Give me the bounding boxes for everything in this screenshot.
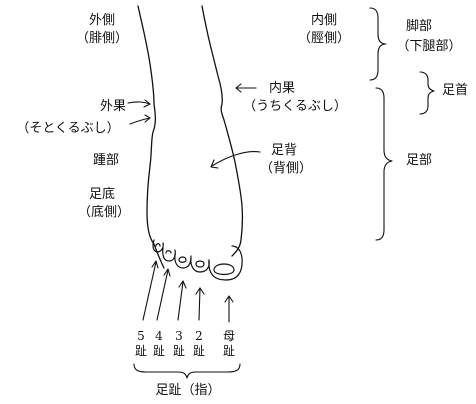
toe-number: 2 bbox=[195, 329, 203, 343]
toenail-big bbox=[213, 263, 235, 276]
bracket-leg bbox=[369, 7, 387, 81]
toe-label-3: 3 趾 bbox=[172, 329, 186, 359]
toenail-2 bbox=[195, 260, 205, 268]
label-sole-sub: （底側） bbox=[77, 205, 130, 220]
label-sole: 足底 bbox=[88, 187, 115, 202]
bracket-foot bbox=[375, 87, 393, 241]
toe-number: 母 bbox=[222, 329, 235, 343]
toe-char: 趾 bbox=[172, 344, 185, 358]
toe-label-5: 5 趾 bbox=[134, 329, 148, 359]
arrow-toe-4 bbox=[156, 269, 169, 321]
bracket-toes bbox=[133, 363, 241, 379]
big-toe bbox=[208, 245, 243, 281]
label-foot-part: 足部 bbox=[405, 153, 432, 168]
toe-number: 5 bbox=[137, 329, 145, 343]
arrow-lateral-malleolus-lower bbox=[129, 117, 151, 125]
bracket-ankle bbox=[419, 71, 435, 115]
toenail-4 bbox=[165, 250, 172, 254]
toe-label-4: 4 趾 bbox=[152, 329, 166, 359]
arrow-toe-5 bbox=[142, 261, 157, 321]
toes-outline bbox=[152, 239, 243, 281]
arrow-toe-3 bbox=[177, 281, 184, 321]
arrow-lateral-malleolus bbox=[127, 101, 151, 105]
little-toe bbox=[152, 239, 164, 253]
fourth-toe bbox=[162, 247, 176, 262]
arrow-dorsum bbox=[211, 151, 261, 167]
label-leg-part: 脚部 bbox=[405, 19, 432, 34]
label-ankle: 足首 bbox=[441, 83, 468, 98]
toe-number: 4 bbox=[155, 329, 163, 343]
label-lateral-malleolus-sub: （そとくるぶし） bbox=[16, 121, 120, 136]
label-leg-part-sub: （下腿部） bbox=[396, 39, 462, 54]
toe-char: 趾 bbox=[192, 344, 205, 358]
pointer-arrows bbox=[127, 83, 261, 323]
toe-char: 趾 bbox=[152, 344, 165, 358]
toe-number: 3 bbox=[175, 329, 183, 343]
third-toe bbox=[174, 253, 192, 269]
foot-outline-medial bbox=[201, 5, 244, 257]
toenail-3 bbox=[178, 256, 187, 263]
foot-outline-lateral bbox=[137, 5, 165, 269]
toe-label-big: 母 趾 bbox=[222, 329, 236, 359]
label-medial-side: 内側 bbox=[310, 13, 337, 28]
label-toes-caption: 足趾（指） bbox=[155, 383, 221, 398]
label-heel: 踵部 bbox=[92, 153, 119, 168]
toenail-5 bbox=[155, 243, 161, 247]
label-lateral-side: 外側 bbox=[88, 13, 115, 28]
label-lateral-side-sub: （腓側） bbox=[75, 31, 128, 46]
label-medial-malleolus: 内果 bbox=[268, 81, 295, 96]
arrow-toe-2 bbox=[198, 287, 201, 321]
toe-label-2: 2 趾 bbox=[192, 329, 206, 359]
second-toe bbox=[190, 257, 210, 273]
label-medial-malleolus-sub: （うちくるぶし） bbox=[243, 99, 347, 114]
label-medial-side-sub: （脛側） bbox=[297, 31, 350, 46]
label-dorsum-sub: （背側） bbox=[259, 161, 312, 176]
toe-char: 趾 bbox=[134, 344, 147, 358]
label-lateral-malleolus: 外果 bbox=[99, 99, 126, 114]
toe-char: 趾 bbox=[222, 344, 235, 358]
label-dorsum: 足背 bbox=[270, 143, 297, 158]
